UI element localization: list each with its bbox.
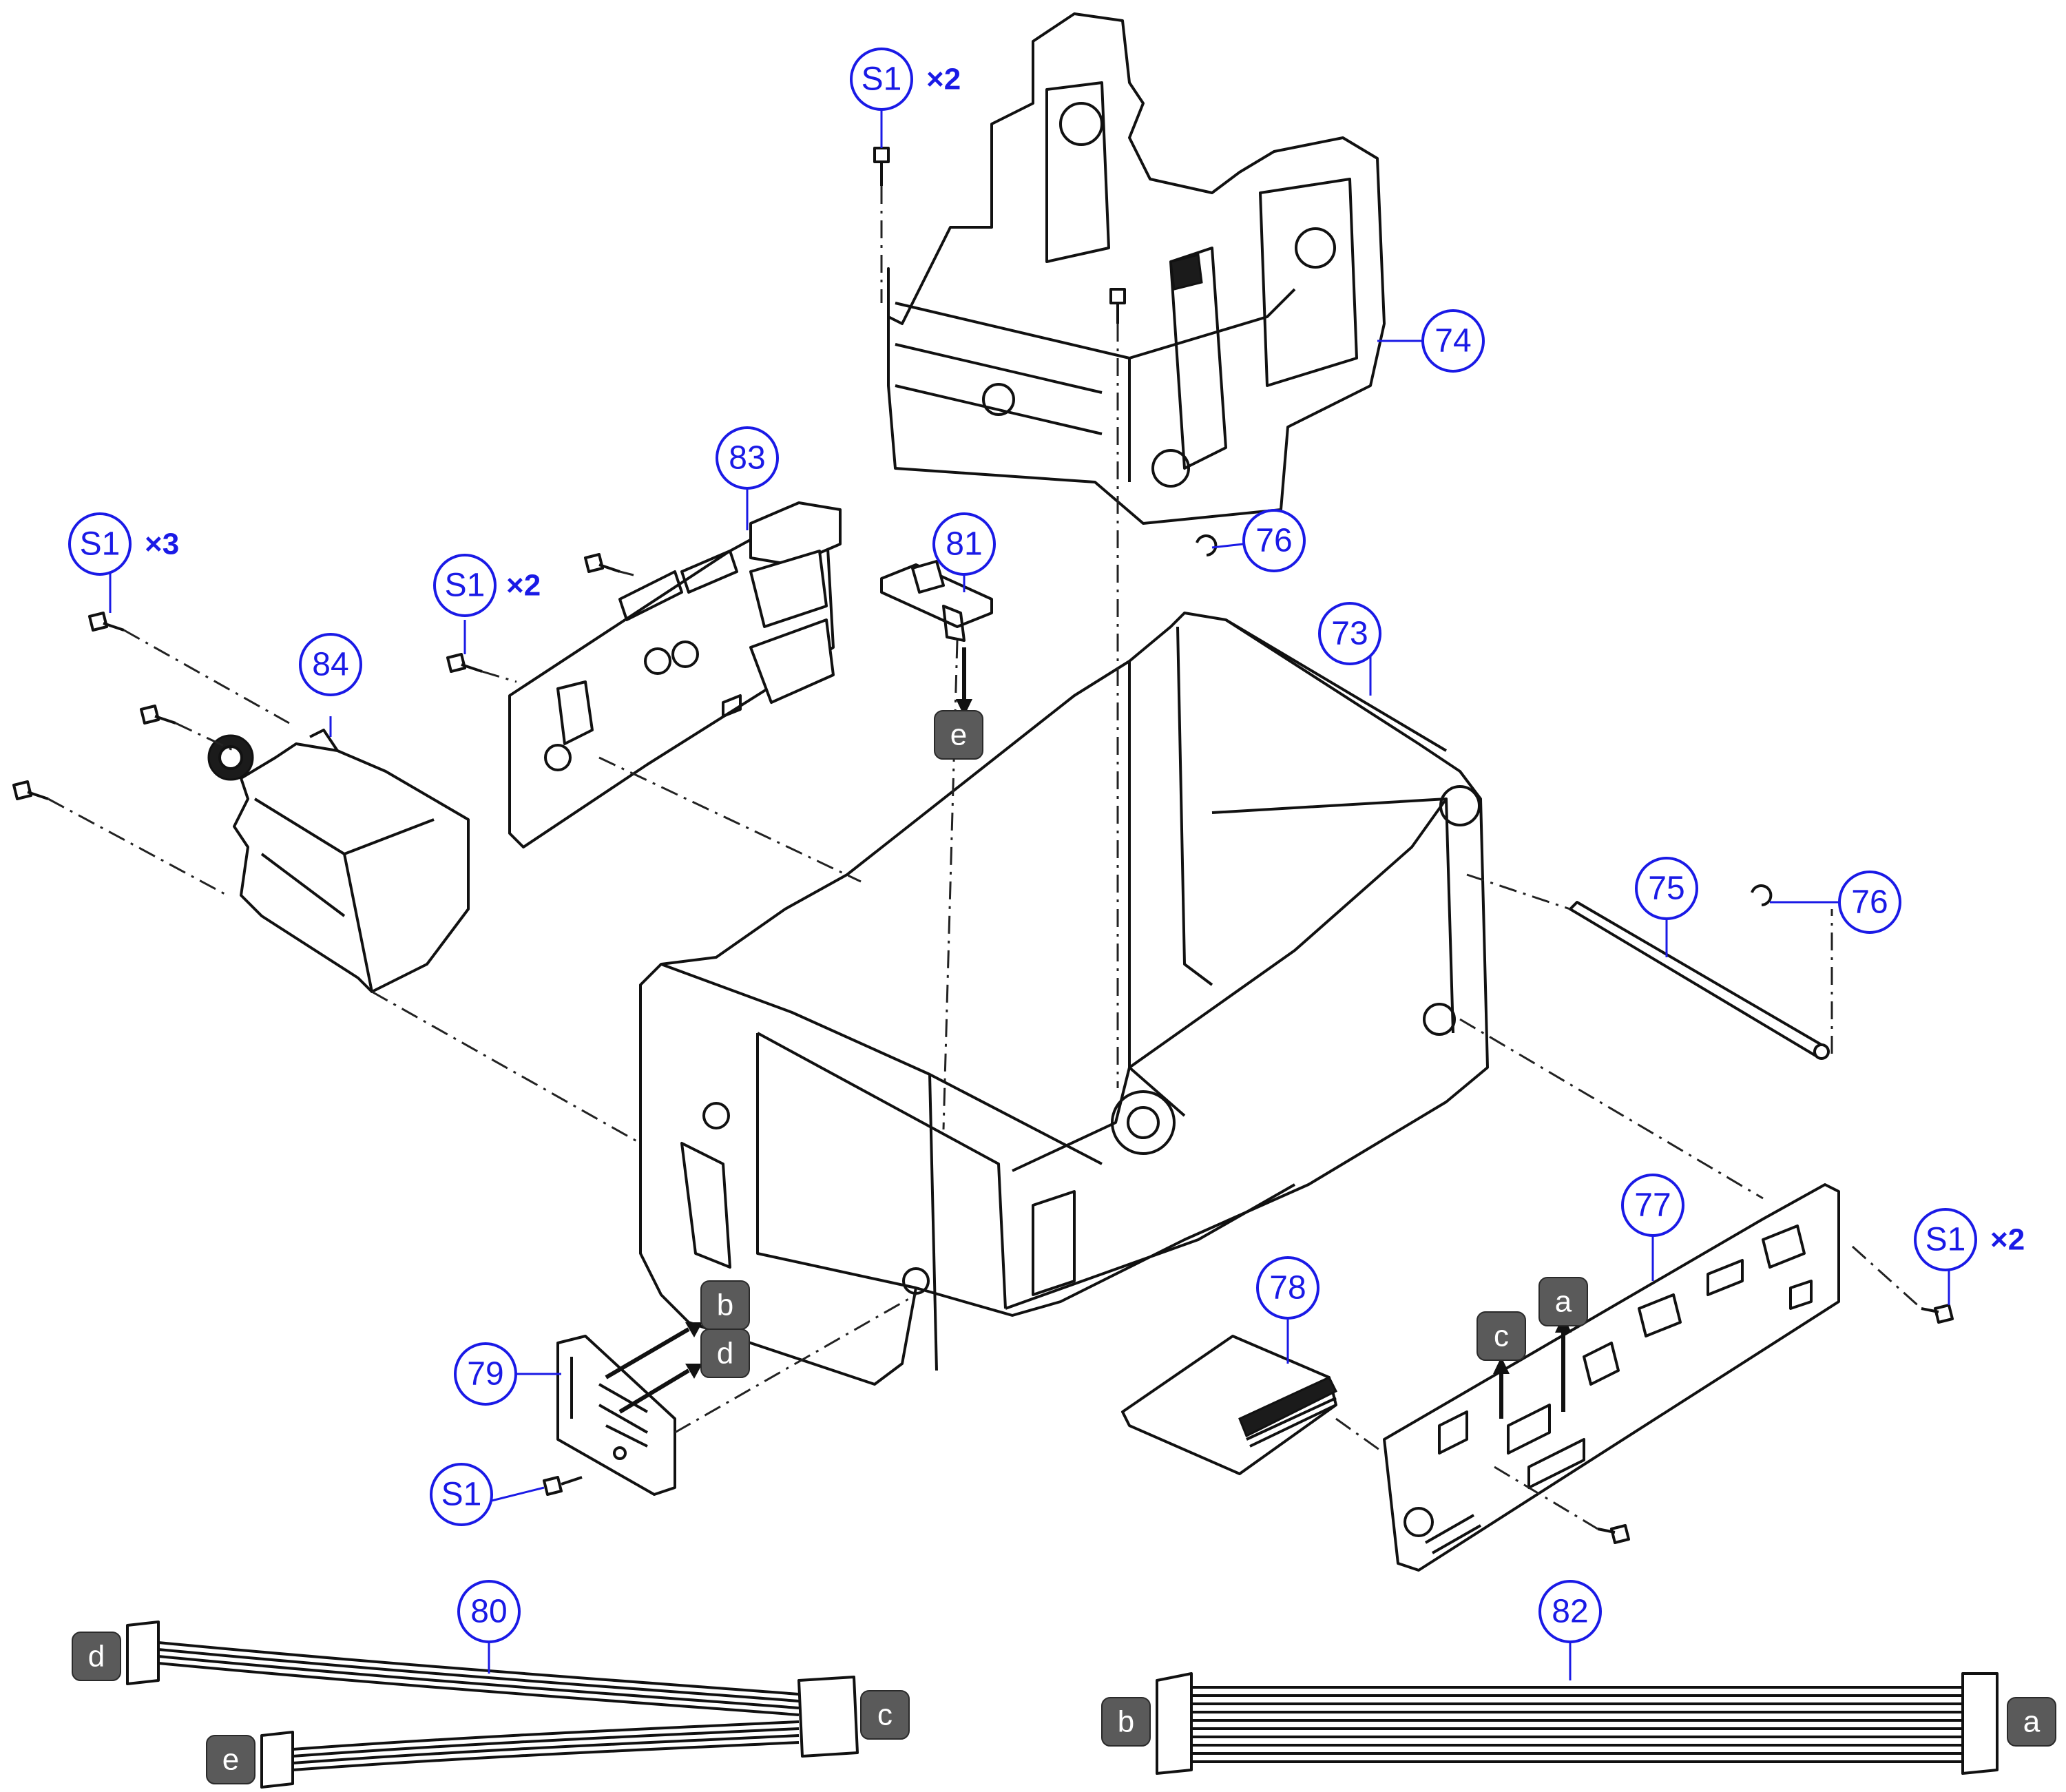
connection-arrows xyxy=(605,647,1572,1419)
part-75-shaft xyxy=(1569,901,1830,1060)
svg-text:76: 76 xyxy=(1851,884,1888,921)
callout-s1-right: S1 ×2 xyxy=(1914,1208,2025,1271)
svg-text:77: 77 xyxy=(1634,1187,1671,1224)
svg-text:c: c xyxy=(1494,1320,1509,1353)
svg-text:×3: ×3 xyxy=(145,528,179,561)
svg-text:76: 76 xyxy=(1255,523,1292,559)
svg-text:a: a xyxy=(1555,1285,1572,1319)
part-74-upper-frame xyxy=(887,12,1386,525)
callout-s1-left: S1 ×3 xyxy=(68,512,179,576)
svg-text:c: c xyxy=(877,1698,893,1732)
connector-label-e-cable80: e xyxy=(206,1735,255,1784)
svg-text:×2: ×2 xyxy=(926,63,961,96)
cable-80-harness xyxy=(126,1621,859,1789)
svg-text:73: 73 xyxy=(1331,616,1368,652)
callout-s1-mid: S1 ×2 xyxy=(433,554,541,617)
svg-text:83: 83 xyxy=(729,440,765,477)
svg-text:S1: S1 xyxy=(441,1477,482,1513)
connector-label-d-79: d xyxy=(700,1329,750,1378)
callout-s1-top: S1 ×2 xyxy=(850,48,961,111)
cable-82-flat-cable xyxy=(1156,1672,1999,1775)
callout-78: 78 xyxy=(1256,1256,1319,1320)
connector-label-a-77: a xyxy=(1538,1277,1588,1326)
svg-text:S1: S1 xyxy=(1926,1222,1966,1258)
callout-84: 84 xyxy=(299,633,362,696)
svg-text:S1: S1 xyxy=(80,526,121,563)
part-77-main-board xyxy=(1383,1183,1840,1572)
callout-76-upper: 76 xyxy=(1242,509,1306,572)
svg-text:S1: S1 xyxy=(862,61,902,98)
connector-label-e-81: e xyxy=(934,710,983,760)
screw-icon xyxy=(12,147,1954,1544)
part-83-interface-board xyxy=(508,501,842,848)
part-79-small-board xyxy=(556,1335,676,1496)
svg-text:81: 81 xyxy=(946,526,982,563)
svg-text:82: 82 xyxy=(1552,1594,1588,1630)
part-73-main-frame xyxy=(639,612,1489,1386)
svg-text:×2: ×2 xyxy=(1990,1223,2025,1257)
svg-text:×2: ×2 xyxy=(506,569,541,603)
callout-82: 82 xyxy=(1538,1580,1602,1643)
assembly-guide-lines xyxy=(48,186,1923,1530)
svg-text:78: 78 xyxy=(1269,1270,1306,1306)
callout-79: 79 xyxy=(454,1342,517,1406)
svg-text:84: 84 xyxy=(312,647,348,683)
svg-text:S1: S1 xyxy=(445,567,486,604)
connector-label-b-cable82: b xyxy=(1101,1697,1151,1747)
connector-label-d-cable80: d xyxy=(72,1632,121,1681)
part-78-daughter-board xyxy=(1121,1335,1338,1475)
svg-text:79: 79 xyxy=(467,1356,503,1393)
connector-label-a-cable82: a xyxy=(2007,1697,2056,1747)
part-84-motor xyxy=(207,729,470,993)
svg-text:a: a xyxy=(2023,1705,2041,1739)
callout-73: 73 xyxy=(1318,602,1381,665)
svg-text:80: 80 xyxy=(470,1594,507,1630)
svg-text:e: e xyxy=(950,718,967,752)
svg-text:d: d xyxy=(717,1337,733,1371)
callout-74: 74 xyxy=(1421,309,1485,373)
svg-text:75: 75 xyxy=(1648,871,1684,907)
connector-label-c-77: c xyxy=(1477,1311,1526,1361)
callout-76-lower: 76 xyxy=(1838,871,1901,934)
svg-text:b: b xyxy=(717,1289,733,1322)
callout-77: 77 xyxy=(1621,1174,1684,1237)
part-81-sensor-board xyxy=(880,560,993,642)
e-ring-icon xyxy=(1196,534,1773,906)
callout-81: 81 xyxy=(932,512,996,576)
svg-text:d: d xyxy=(88,1640,105,1674)
callout-83: 83 xyxy=(716,426,779,490)
callout-80: 80 xyxy=(457,1580,521,1643)
callout-75: 75 xyxy=(1635,857,1698,920)
connector-label-b-79: b xyxy=(700,1280,750,1330)
connector-label-c-cable80: c xyxy=(860,1690,910,1740)
svg-text:e: e xyxy=(222,1743,239,1777)
svg-text:74: 74 xyxy=(1434,323,1471,360)
callout-s1-bottom: S1 xyxy=(430,1463,493,1526)
svg-text:b: b xyxy=(1118,1705,1134,1739)
